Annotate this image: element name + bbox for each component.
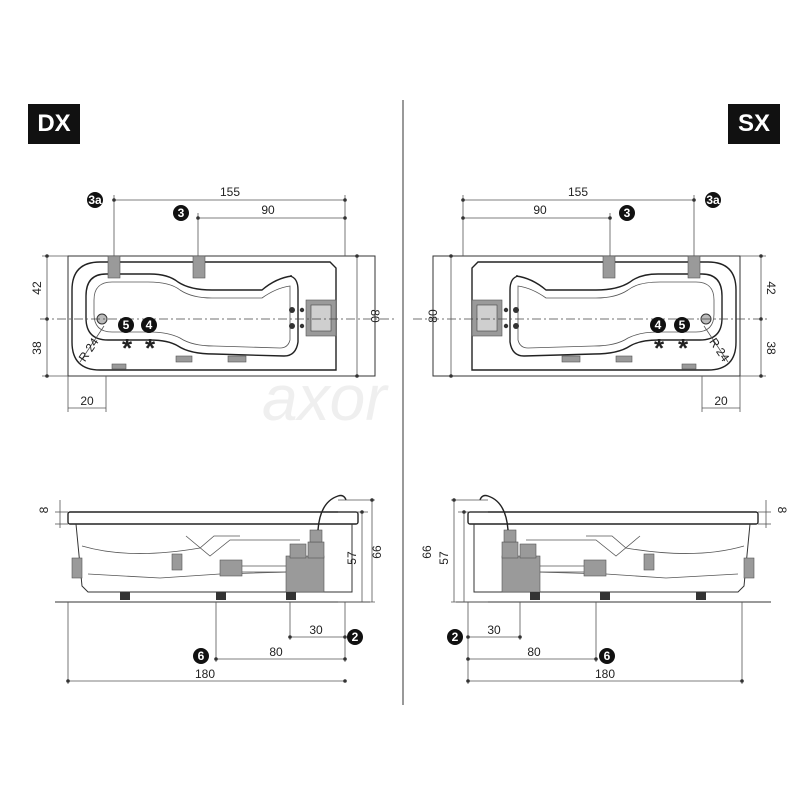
sx-callout-6: 6 xyxy=(599,648,615,664)
sx-dim-30: 30 xyxy=(487,623,501,637)
dx-dim-20: 20 xyxy=(80,394,94,408)
dx-asterisk-2: * xyxy=(145,333,156,363)
dx-callout-2: 2 xyxy=(347,629,363,645)
sx-side-rim xyxy=(467,511,759,525)
sx-headrest-fitting-2 xyxy=(602,255,616,279)
dx-radius-line xyxy=(79,325,105,363)
sx-asterisk-1: * xyxy=(654,333,665,363)
svg-text:3: 3 xyxy=(624,206,631,220)
sx-tub-rim xyxy=(471,261,737,371)
sx-callout-3a: 3a xyxy=(705,192,721,208)
dx-headrest-fitting-1 xyxy=(107,255,121,279)
svg-text:2: 2 xyxy=(352,630,359,644)
dx-dim-30: 30 xyxy=(309,623,323,637)
dx-headrest-fitting-2 xyxy=(192,255,206,279)
sx-radius: R 24 xyxy=(706,335,732,364)
sx-dim-90: 90 xyxy=(533,203,547,217)
dx-side-view: 8 57 66 30 80 xyxy=(37,494,384,684)
sx-callout-3: 3 xyxy=(619,205,635,221)
sx-dim-57: 57 xyxy=(437,551,451,565)
sx-hose xyxy=(479,494,509,531)
svg-text:4: 4 xyxy=(655,318,662,332)
dx-jet-2 xyxy=(289,323,295,329)
dx-tub-rim xyxy=(71,261,337,371)
dx-dim-180: 180 xyxy=(195,667,215,681)
sx-headrest-fitting-1 xyxy=(687,255,701,279)
sx-callout-4: 4 xyxy=(650,317,666,333)
dx-side-jet-2 xyxy=(111,363,127,370)
svg-text:3a: 3a xyxy=(706,193,720,207)
sx-dim-42: 42 xyxy=(764,281,778,295)
svg-text:2: 2 xyxy=(452,630,459,644)
dx-dim-155: 155 xyxy=(220,185,240,199)
side-tag-dx: DX xyxy=(28,104,80,144)
dx-dim-80b: 80 xyxy=(269,645,283,659)
sx-asterisk-2: * xyxy=(678,333,689,363)
dx-top-outer-frame xyxy=(67,255,376,377)
sx-tub-basin-inner xyxy=(517,281,715,349)
dx-asterisk-1: * xyxy=(122,333,133,363)
dx-callout-3a: 3a xyxy=(87,192,103,208)
sx-top-outer-frame xyxy=(432,255,741,377)
watermark: axor xyxy=(262,362,389,434)
sx-overflow xyxy=(561,355,581,363)
svg-text:4: 4 xyxy=(146,318,153,332)
dx-pipe xyxy=(240,565,290,573)
sx-dim-80: 80 xyxy=(426,309,440,323)
dx-jet-1 xyxy=(289,307,295,313)
dx-side-jet-1 xyxy=(175,355,193,363)
sx-dim-180: 180 xyxy=(595,667,615,681)
sx-dim-155: 155 xyxy=(568,185,588,199)
dx-control-panel-screen xyxy=(310,304,332,332)
sx-dim-80b: 80 xyxy=(527,645,541,659)
sx-dim-20: 20 xyxy=(714,394,728,408)
sx-callout-5: 5 xyxy=(674,317,690,333)
sx-control-panel-screen xyxy=(476,304,498,332)
sx-callout-2: 2 xyxy=(447,629,463,645)
dx-side-rim xyxy=(67,511,359,525)
dx-hose xyxy=(317,494,347,531)
dx-motor xyxy=(285,555,325,593)
sx-dim-66: 66 xyxy=(420,545,434,559)
sx-tub-basin xyxy=(509,273,723,357)
dx-tub-basin xyxy=(85,273,299,357)
sx-side-view: 8 57 66 30 80 180 2 xyxy=(420,494,789,684)
dx-dim-8: 8 xyxy=(37,506,51,513)
dx-top-view: 155 90 42 38 80 20 xyxy=(30,185,395,412)
sx-dim-8: 8 xyxy=(775,507,789,514)
sx-dim-38: 38 xyxy=(764,341,778,355)
dx-dim-80: 80 xyxy=(368,309,382,323)
dx-callout-4: 4 xyxy=(141,317,157,333)
sx-motor xyxy=(501,555,541,593)
sx-top-view: 155 90 42 38 80 20 R 24 3a xyxy=(413,185,778,412)
dx-left-fitting xyxy=(71,557,83,579)
svg-text:5: 5 xyxy=(123,318,130,332)
svg-text:5: 5 xyxy=(679,318,686,332)
dx-tub-basin-inner xyxy=(93,281,291,349)
side-tag-sx: SX xyxy=(728,104,780,144)
svg-text:6: 6 xyxy=(604,649,611,663)
dx-jet-4 xyxy=(299,323,305,329)
svg-text:3: 3 xyxy=(178,206,185,220)
dx-overflow xyxy=(227,355,247,363)
dx-jet-3 xyxy=(299,307,305,313)
dx-dim-57: 57 xyxy=(345,551,359,565)
dx-dim-66: 66 xyxy=(370,545,384,559)
dx-callout-3: 3 xyxy=(173,205,189,221)
dx-dim-42: 42 xyxy=(30,281,44,295)
dx-pump-joint xyxy=(219,559,243,577)
dx-dim-90: 90 xyxy=(261,203,275,217)
svg-text:6: 6 xyxy=(198,649,205,663)
dx-callout-5: 5 xyxy=(118,317,134,333)
svg-text:3a: 3a xyxy=(88,193,102,207)
dx-radius: R 24 xyxy=(76,335,102,364)
dx-dim-38: 38 xyxy=(30,341,44,355)
dx-callout-6: 6 xyxy=(193,648,209,664)
